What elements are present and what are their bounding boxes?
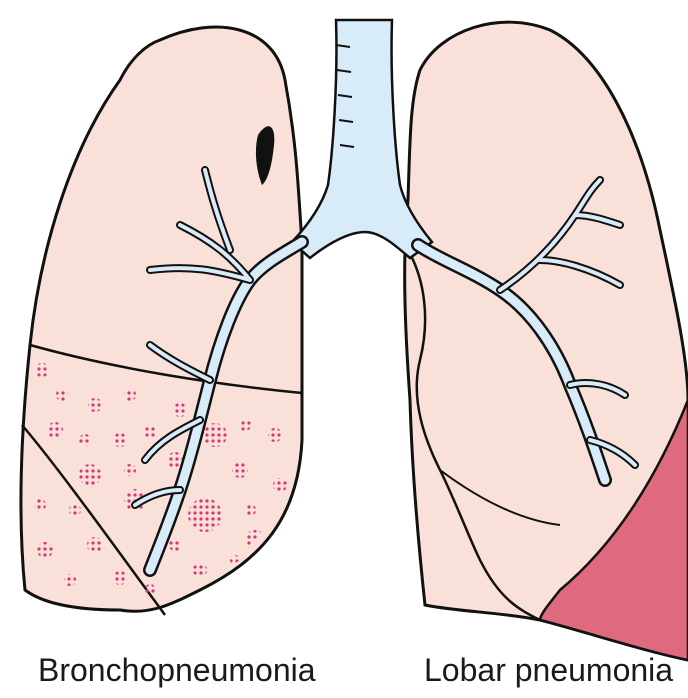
- lobar-pneumonia-label: Lobar pneumonia: [424, 652, 673, 689]
- bronchopneumonia-label: Bronchopneumonia: [38, 652, 316, 689]
